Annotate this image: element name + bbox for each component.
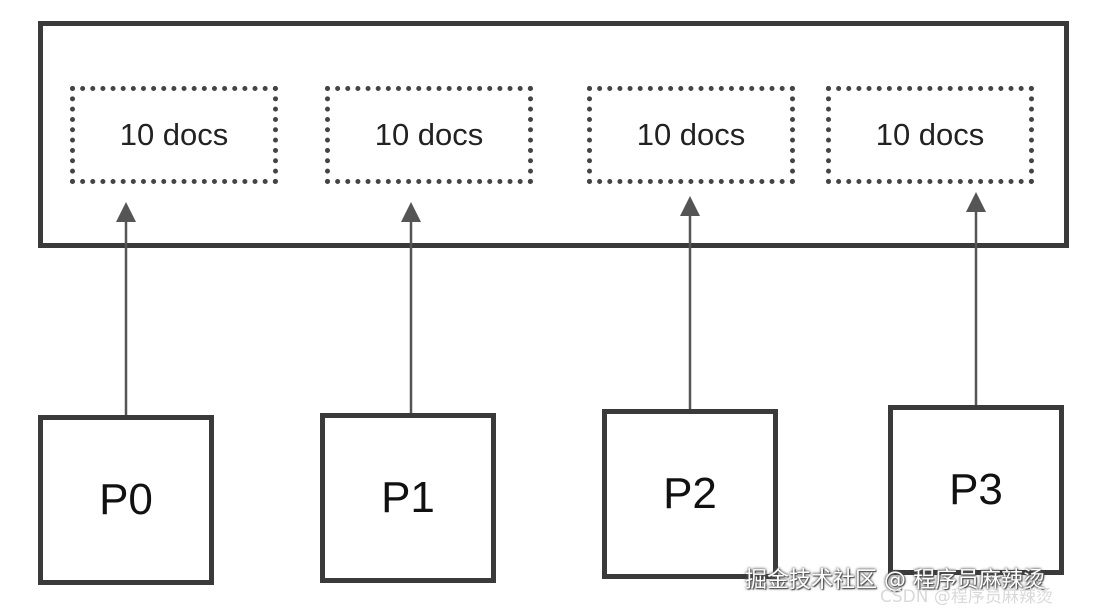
arrow-p1 (401, 202, 421, 413)
watermark-main: 掘金技术社区 @ 程序员麻辣烫 (745, 568, 1045, 593)
arrowhead-icon (401, 202, 421, 222)
docs-label: 10 docs (119, 117, 229, 152)
watermark-sub: CSDN @程序员麻辣烫 (880, 587, 1053, 607)
docs-label: 10 docs (636, 117, 746, 152)
docs-group-1: 10 docs (325, 86, 533, 184)
arrowhead-icon (966, 192, 986, 212)
partition-label: P1 (381, 473, 435, 522)
partition-label: P0 (99, 475, 153, 524)
partition-label: P3 (949, 465, 1003, 514)
docs-group-0: 10 docs (70, 86, 278, 184)
docs-group-3: 10 docs (826, 86, 1034, 184)
arrow-p3 (966, 192, 986, 405)
result-container (38, 21, 1069, 248)
partition-p3: P3 (888, 405, 1064, 575)
docs-label: 10 docs (875, 117, 985, 152)
arrow-p2 (680, 196, 700, 410)
partition-label: P2 (663, 469, 717, 518)
docs-label: 10 docs (374, 117, 484, 152)
arrow-p0 (116, 202, 136, 415)
docs-group-2: 10 docs (587, 86, 795, 184)
arrowhead-icon (116, 202, 136, 222)
partition-p0: P0 (38, 415, 214, 585)
partition-p1: P1 (320, 413, 496, 583)
arrowhead-icon (680, 196, 700, 216)
partition-p2: P2 (602, 409, 778, 579)
